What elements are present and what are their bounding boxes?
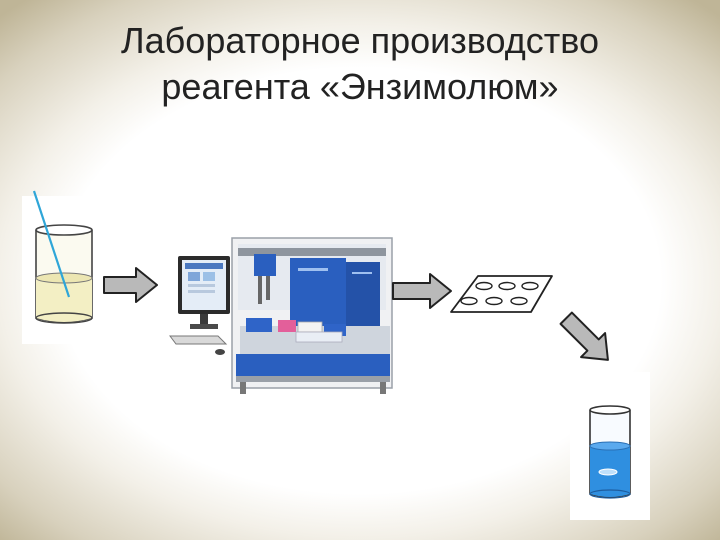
arrow-right-icon: [103, 267, 158, 303]
tube-blue-icon: [589, 405, 631, 499]
title-line-2: реагента «Энзимолюм»: [161, 66, 559, 107]
arrow-down-right-icon: [559, 311, 609, 361]
arrow-right-icon: [392, 273, 452, 309]
slide-title: Лабораторное производство реагента «Энзи…: [0, 18, 720, 110]
beaker-yellow-icon: [32, 190, 93, 324]
title-line-1: Лабораторное производство: [121, 20, 599, 61]
microplate-icon: [450, 275, 553, 313]
liquid-handling-robot-icon: [169, 237, 393, 394]
